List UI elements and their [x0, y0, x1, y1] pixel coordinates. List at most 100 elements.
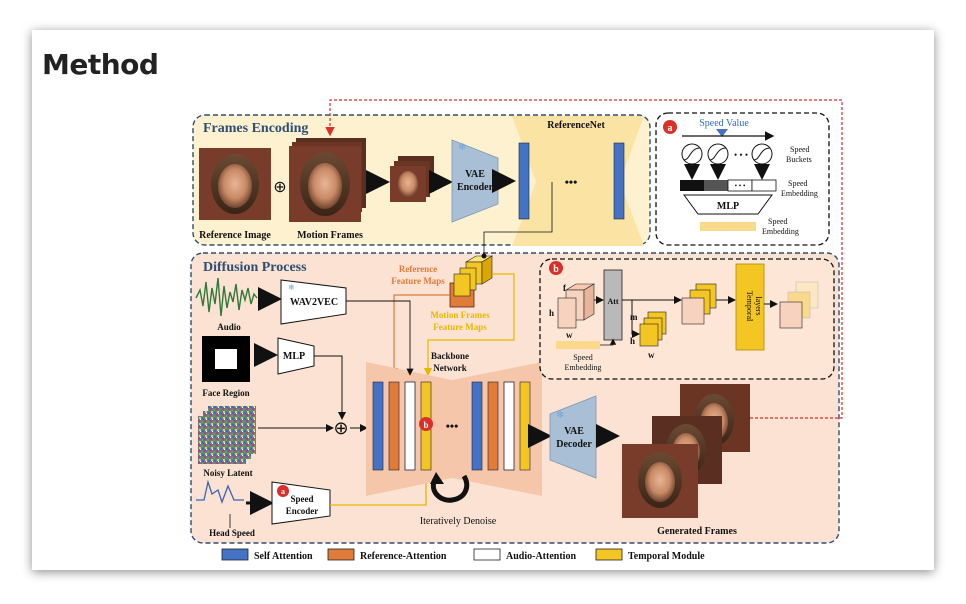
- temporal-w2-label: w: [648, 350, 655, 360]
- face-mlp-label: MLP: [283, 351, 305, 362]
- backbone-temporal-module-2: [519, 381, 531, 471]
- temporal-att-label: Att: [607, 297, 618, 306]
- frames-encoding-title: Frames Encoding: [203, 121, 308, 136]
- temporal-layers-label-2: layers: [754, 296, 763, 315]
- speed-encoder-label-1: Speed: [290, 494, 313, 504]
- referencenet-to-features-line: [483, 182, 553, 256]
- diffusion-process-title: Diffusion Process: [203, 260, 307, 275]
- face-region-label: Face Region: [202, 388, 249, 398]
- svg-text:• • •: • • •: [735, 182, 746, 190]
- motion-feature-maps-label-2: Feature Maps: [433, 322, 487, 332]
- speed-encoder-label-2: Encoder: [286, 506, 319, 516]
- reference-feature-maps-label-2: Feature Maps: [391, 276, 445, 286]
- temporal-speed-embedding-label-2: Embedding: [565, 363, 602, 372]
- referencenet-hourglass: [512, 116, 644, 246]
- speed-embedding-b-label-1: Speed: [768, 217, 788, 226]
- wav2vec-block: [280, 279, 347, 325]
- vae-encoder-block: [451, 139, 499, 223]
- speed-value-label: Speed Value: [699, 118, 749, 129]
- generated-frames: [622, 384, 750, 518]
- temporal-speed-embedding-bar: [556, 341, 600, 349]
- motion-feature-maps: [453, 255, 494, 297]
- referencenet-label: ReferenceNet: [547, 120, 605, 131]
- speed-panel-badge: [663, 120, 677, 134]
- legend-swatch-0: [221, 548, 249, 561]
- temporal-layers-label-1: Temporal: [745, 291, 754, 322]
- speed-mlp-block: [683, 194, 773, 215]
- vae-decoder-block: [549, 395, 597, 479]
- temporal-upper-cubes: [681, 283, 717, 325]
- slide-title: Method: [42, 48, 159, 81]
- legend-label-3: Temporal Module: [628, 551, 705, 562]
- speed-buckets-label-1: Speed: [790, 145, 810, 154]
- backbone-label-2: Network: [433, 363, 467, 373]
- backbone-audio-attention-2: [503, 381, 515, 471]
- speed-embedding-a-label-1: Speed: [788, 179, 808, 188]
- noisy-latent-label: Noisy Latent: [203, 468, 252, 478]
- arrow-speed-to-att: [600, 338, 617, 346]
- speed-bucket-dots: • • •: [734, 150, 748, 160]
- legend-label-2: Audio-Attention: [506, 551, 576, 562]
- referencenet-ellipsis: •••: [565, 175, 578, 189]
- temporal-input-cube: [557, 283, 596, 329]
- diffusion-panel: Diffusion Process Audio ❄ WAV2VEC Face R…: [190, 182, 840, 544]
- temporal-w1-label: w: [566, 330, 573, 340]
- reference-feature-maps-label-1: Reference: [399, 264, 437, 274]
- arrow-motion-features-to-backbone: [423, 273, 515, 377]
- head-speed-label: Head Speed: [209, 528, 255, 538]
- vae-encoder-label-2: Encoder: [457, 182, 494, 193]
- arrow-wav2vec-to-backbone: [346, 300, 414, 376]
- speed-encoder-badge: [277, 485, 289, 497]
- legend-swatch-1: [327, 548, 355, 561]
- arrow-ref-features-to-backbone: [389, 294, 450, 377]
- legend-label-1: Reference-Attention: [360, 551, 447, 562]
- arrow-speed-encoder-to-backbone: [330, 471, 431, 506]
- temporal-speed-embedding-label-1: Speed: [573, 353, 593, 362]
- temporal-output-cubes: [779, 281, 819, 329]
- wav2vec-frozen-icon: ❄: [288, 283, 295, 292]
- backbone-badge-label: b: [423, 420, 428, 430]
- backbone-reference-attention-1: [388, 381, 400, 471]
- face-mlp-block: [277, 337, 315, 375]
- legend-swatch-2: [473, 548, 501, 561]
- vae-decoder-label-2: Decoder: [556, 439, 592, 450]
- audio-waveform: [195, 277, 258, 317]
- reference-image-label: Reference Image: [199, 230, 271, 241]
- speed-embedding-output: [700, 222, 756, 231]
- temporal-layers-block: [735, 263, 765, 351]
- junction-dot: [481, 253, 487, 259]
- backbone-self-attention-1: [372, 381, 384, 471]
- motion-feature-maps-label-1: Motion Frames: [430, 310, 490, 320]
- temporal-panel: b f h w Att Speed Embedding: [539, 258, 835, 380]
- concat-plus-icon: ⊕: [273, 179, 286, 196]
- temporal-m-label: m: [630, 312, 638, 322]
- temporal-panel-badge: [549, 261, 563, 275]
- speed-buckets: • • •: [681, 143, 773, 165]
- arrow-att-to-lower: [631, 300, 640, 338]
- head-speed-curve: [196, 479, 244, 504]
- temporal-h2-label: h: [630, 336, 635, 346]
- vae-decoder-label-1: VAE: [564, 426, 584, 437]
- plus-icon: ⊕: [333, 418, 348, 438]
- backbone-reference-attention-2: [487, 381, 499, 471]
- vae-encoder-label-1: VAE: [465, 169, 485, 180]
- arrow-mlp-to-plus: [314, 355, 346, 420]
- wav2vec-label: WAV2VEC: [290, 297, 338, 308]
- backbone-audio-attention-1: [404, 381, 416, 471]
- feedback-loop-arrow: [325, 99, 843, 419]
- backbone-badge: [419, 417, 433, 431]
- noisy-latent: [198, 406, 256, 464]
- speed-mlp-label: MLP: [717, 201, 739, 212]
- referencenet-self-attention-block-right: [613, 142, 625, 220]
- speed-encoder-badge-label: a: [281, 487, 285, 496]
- motion-frames-label: Motion Frames: [297, 230, 363, 241]
- motion-frame-stack: [390, 156, 434, 202]
- face-region-box: [215, 349, 237, 369]
- referencenet-self-attention-block-left: [518, 142, 530, 220]
- temporal-panel-badge-label: b: [553, 264, 559, 275]
- frames-encoding-panel: Frames Encoding Reference Image ⊕ Motion…: [192, 114, 651, 246]
- backbone-self-attention-2: [471, 381, 483, 471]
